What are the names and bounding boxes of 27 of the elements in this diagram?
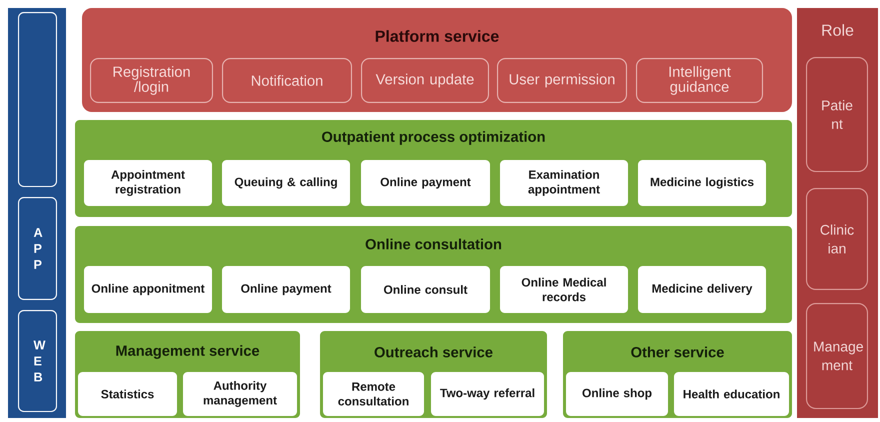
function-box: Statistics xyxy=(78,372,177,416)
channel-box xyxy=(18,12,57,187)
function-box: Medicine delivery xyxy=(638,266,766,313)
function-box: Appointment registration xyxy=(84,160,212,206)
function-box: Online payment xyxy=(222,266,350,313)
channel-box: W E B xyxy=(18,310,57,412)
function-box: Version update xyxy=(361,58,489,103)
function-box: Online consult xyxy=(361,266,490,313)
function-box: Online apponitment xyxy=(84,266,212,313)
function-box: Health education xyxy=(674,372,789,416)
function-box: Two-way referral xyxy=(431,372,544,416)
function-box: Medicine logistics xyxy=(638,160,766,206)
function-box: Intelligent guidance xyxy=(636,58,764,103)
channel-box: A P P xyxy=(18,197,57,300)
function-box: Online shop xyxy=(566,372,668,416)
role-box: Manage ment xyxy=(806,303,868,409)
function-box: Online payment xyxy=(361,160,490,206)
function-box: Notification xyxy=(222,58,352,103)
function-box: Remote consultation xyxy=(323,372,424,416)
role-box: Patie nt xyxy=(806,57,868,172)
role-box: Clinic ian xyxy=(806,188,868,290)
function-box: Registration /login xyxy=(90,58,213,103)
function-box: Online Medical records xyxy=(500,266,628,313)
function-box: Examination appointment xyxy=(500,160,628,206)
function-box: Authority management xyxy=(183,372,297,416)
function-box: Queuing & calling xyxy=(222,160,350,206)
function-box: User permission xyxy=(497,58,627,103)
